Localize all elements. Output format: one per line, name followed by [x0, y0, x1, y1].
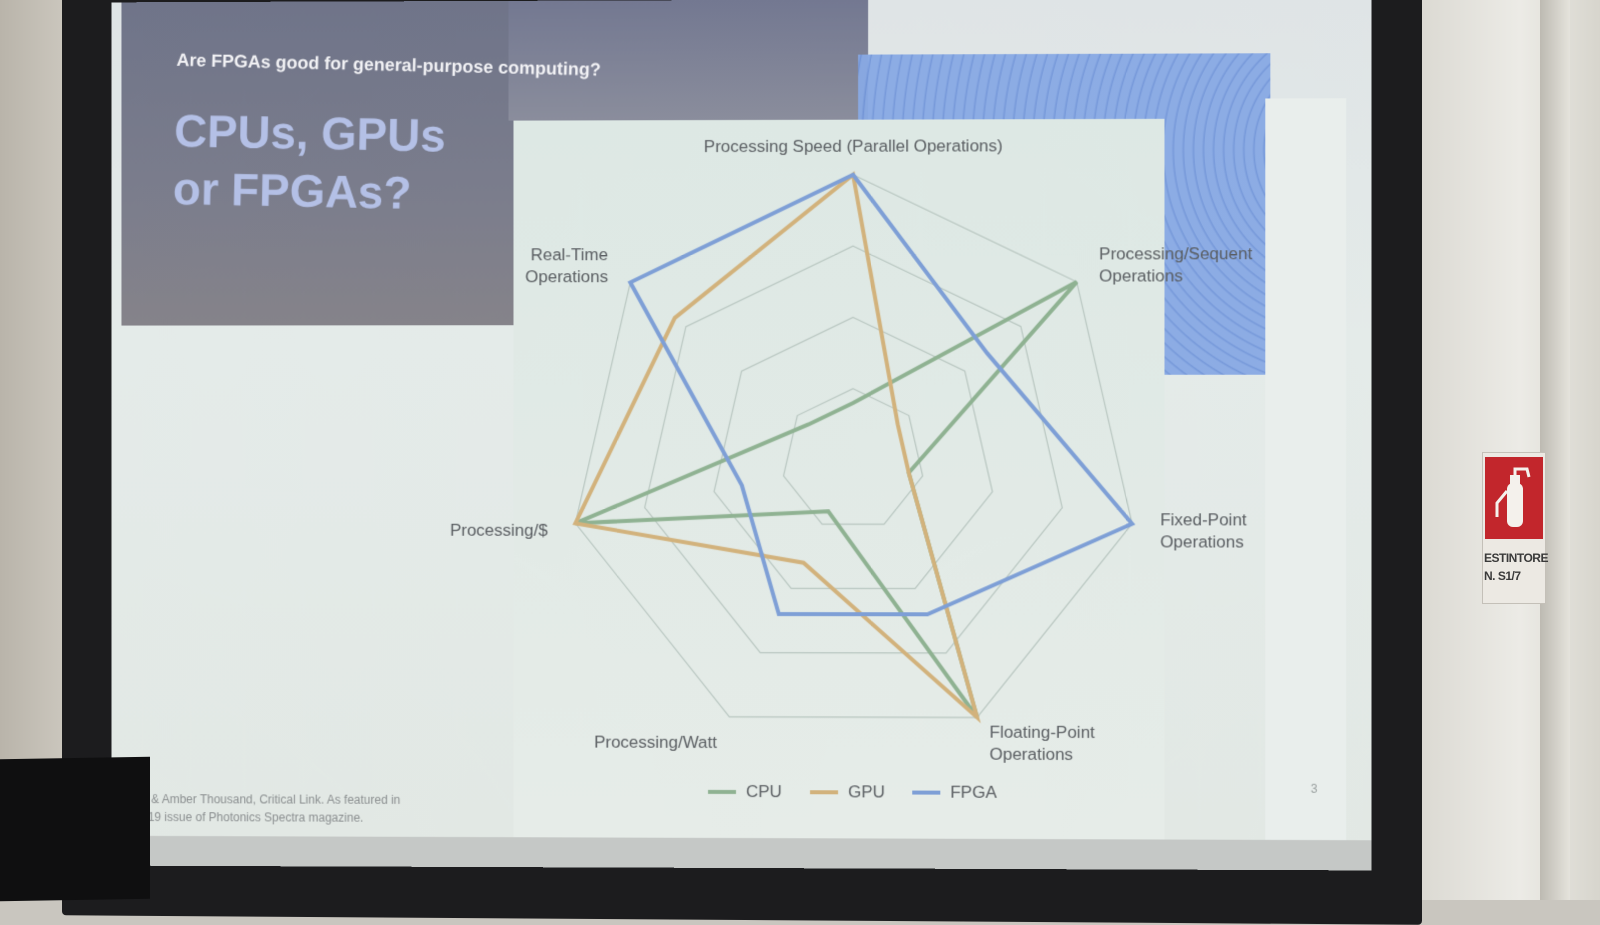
axis-label-4-line-0: Processing/Watt [594, 733, 717, 752]
axis-label-0-line-0: Processing Speed (Parallel Operations) [704, 137, 1003, 157]
laptop-silhouette [0, 757, 150, 902]
footnote-line1: e & Amber Thousand, Critical Link. As fe… [141, 790, 478, 809]
axis-label-1-line-1: Operations [1099, 266, 1183, 285]
axis-label-2-line-1: Operations [1160, 532, 1244, 551]
legend-label-fpga: FPGA [950, 783, 997, 802]
axis-label-5-line-0: Processing/$ [450, 520, 548, 539]
grid-ring-1 [784, 389, 923, 525]
slide-footnote: e & Amber Thousand, Critical Link. As fe… [141, 790, 478, 827]
footnote-line2: 019 issue of Photonics Spectra magazine. [141, 808, 478, 827]
legend-label-cpu: CPU [746, 782, 782, 801]
wall-right [1400, 0, 1600, 900]
legend-label-gpu: GPU [848, 782, 885, 801]
sign-label: ESTINTORE N. S1/7 [1484, 549, 1544, 585]
fire-extinguisher-icon [1485, 457, 1543, 539]
axis-label-6-line-0: Real-Time [531, 245, 608, 264]
axis-label-3-line-0: Floating-Point [990, 723, 1096, 742]
axis-label-1-line-0: Processing/Sequent [1099, 244, 1252, 263]
axis-label-3-line-1: Operations [990, 745, 1074, 764]
slide-bottom-edge [112, 836, 1372, 871]
extinguisher-sign: ESTINTORE N. S1/7 [1482, 452, 1546, 604]
door-frame [1540, 0, 1570, 900]
sign-label-line2: N. S1/7 [1484, 567, 1544, 585]
page-number: 3 [1311, 782, 1318, 796]
radar-chart: Processing Speed (Parallel Operations) Pr… [112, 0, 1372, 862]
sign-label-line1: ESTINTORE [1484, 549, 1544, 567]
series-line-fpga [630, 174, 1132, 615]
axis-label-6-line-1: Operations [525, 267, 608, 286]
grid-ring-3 [645, 246, 1063, 653]
axis-label-2-line-0: Fixed-Point [1160, 510, 1247, 529]
presentation-slide: Are FPGAs good for general-purpose compu… [112, 0, 1372, 862]
